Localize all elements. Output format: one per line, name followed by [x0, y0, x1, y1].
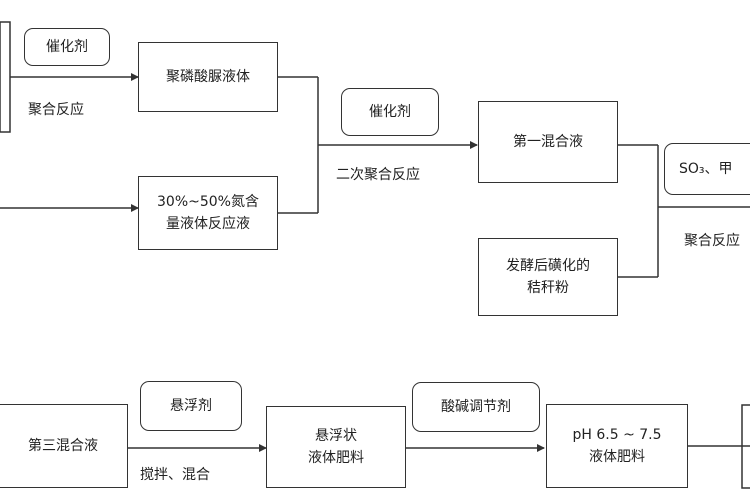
catalyst-2-label: 催化剂 — [369, 104, 411, 120]
suspending-agent-box: 悬浮剂 — [140, 381, 242, 431]
first-mixture-box: 第一混合液 — [478, 101, 618, 183]
straw-line-2: 秸秆粉 — [527, 280, 569, 296]
first-mixture-label: 第一混合液 — [513, 134, 583, 150]
suspending-agent-label: 悬浮剂 — [170, 398, 212, 414]
stir-mix-label: 搅拌、混合 — [140, 467, 210, 483]
reagent-partial-label: SO₃、甲 — [679, 161, 733, 177]
third-mixture-label: 第三混合液 — [28, 438, 98, 454]
polymerization-label-2: 聚合反应 — [684, 233, 740, 249]
nitrogen-line-1: 30%~50%氮含 — [157, 194, 259, 210]
ph-fertilizer-box: pH 6.5 ~ 7.5 液体肥料 — [546, 404, 688, 488]
ph-regulator-box: 酸碱调节剂 — [412, 382, 540, 432]
polyurea-liquid-label: 聚磷酸脲液体 — [166, 69, 250, 85]
catalyst-1-label: 催化剂 — [46, 39, 88, 55]
nitrogen-reaction-box: 30%~50%氮含 量液体反应液 — [138, 176, 278, 250]
reagent-box-partial: SO₃、甲 — [664, 143, 750, 195]
suspension-fertilizer-box: 悬浮状 液体肥料 — [266, 406, 406, 488]
secondary-polymerization-label: 二次聚合反应 — [336, 167, 420, 183]
polymerization-label-1: 聚合反应 — [28, 102, 84, 118]
ph-regulator-label: 酸碱调节剂 — [441, 399, 511, 415]
suspension-line-1: 悬浮状 — [315, 428, 357, 444]
third-mixture-box: 第三混合液 — [0, 404, 128, 488]
catalyst-1-box: 催化剂 — [24, 28, 110, 66]
nitrogen-line-2: 量液体反应液 — [166, 216, 250, 232]
catalyst-2-box: 催化剂 — [341, 88, 439, 136]
suspension-line-2: 液体肥料 — [308, 450, 364, 466]
ph-line-2: 液体肥料 — [589, 449, 645, 465]
straw-line-1: 发酵后磺化的 — [506, 258, 590, 274]
ph-line-1: pH 6.5 ~ 7.5 — [572, 427, 662, 443]
polyurea-liquid-box: 聚磷酸脲液体 — [138, 42, 278, 112]
straw-powder-box: 发酵后磺化的 秸秆粉 — [478, 238, 618, 316]
